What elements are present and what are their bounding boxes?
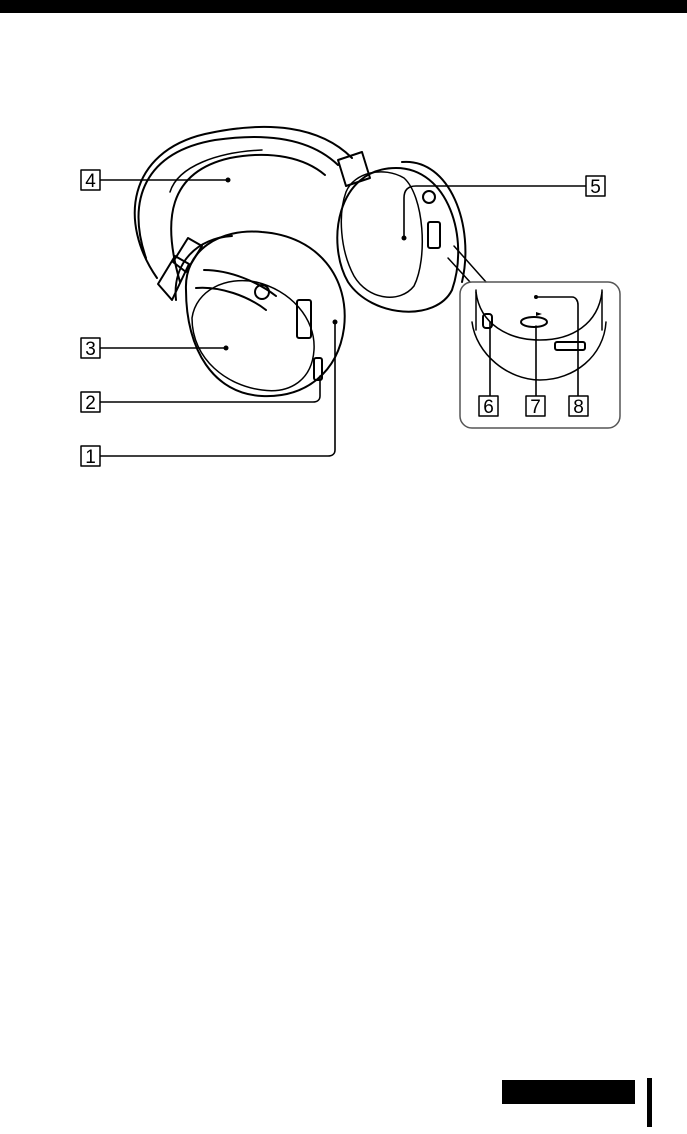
leader-dots	[224, 178, 407, 351]
callout-4: 4	[81, 170, 100, 192]
leader-lines	[100, 180, 586, 456]
callout-6-label: 6	[483, 397, 494, 418]
callout-2: 2	[81, 392, 100, 414]
callout-1: 1	[81, 446, 100, 468]
left-earcup	[176, 232, 345, 397]
callout-4-label: 4	[85, 171, 96, 192]
callout-5: 5	[586, 176, 605, 198]
callout-8: 8	[569, 396, 588, 418]
footer-language-tab	[502, 1080, 635, 1104]
callout-3: 3	[81, 338, 100, 360]
callout-1-label: 1	[85, 447, 96, 468]
callout-7: 7	[526, 396, 545, 418]
callout-8-label: 8	[573, 397, 584, 418]
callout-7-label: 7	[530, 397, 541, 418]
callout-5-label: 5	[590, 177, 601, 198]
callout-3-label: 3	[85, 339, 96, 360]
footer-edge-rule	[647, 1078, 652, 1127]
right-earcup	[337, 162, 465, 312]
callout-2-label: 2	[85, 393, 96, 414]
callout-6: 6	[479, 396, 498, 418]
